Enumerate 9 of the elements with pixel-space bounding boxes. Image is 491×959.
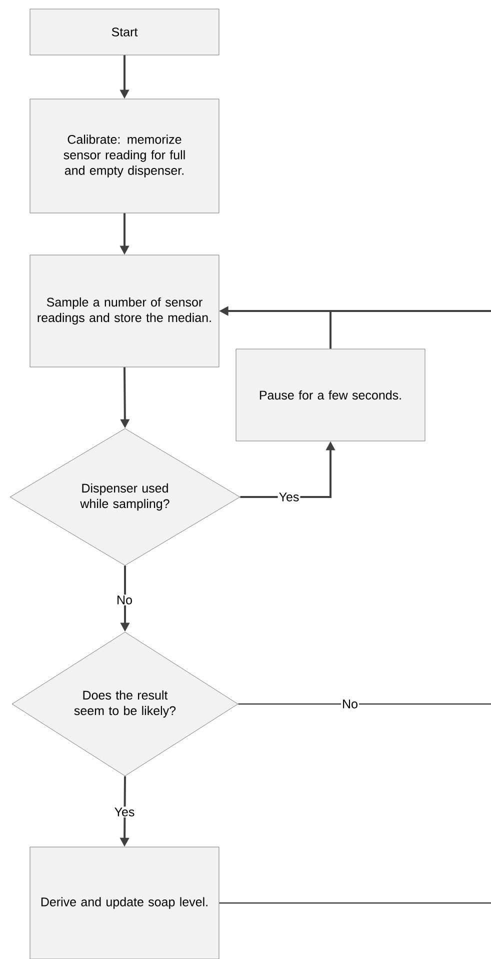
edge-label: Yes — [113, 806, 136, 818]
edge-label: No — [341, 698, 359, 710]
process-box: Derive and update soap level. — [30, 846, 220, 959]
process-box: Start — [30, 8, 220, 56]
edge-label: Yes — [278, 492, 300, 502]
process-box: Sample a number of sensor readings and store the median. — [30, 254, 220, 368]
process-box: Calibrate: memorize sensor reading for full and empty dispenser. — [30, 98, 220, 214]
process-box: Pause for a few seconds. — [236, 348, 426, 442]
edge-label: No — [116, 594, 134, 606]
